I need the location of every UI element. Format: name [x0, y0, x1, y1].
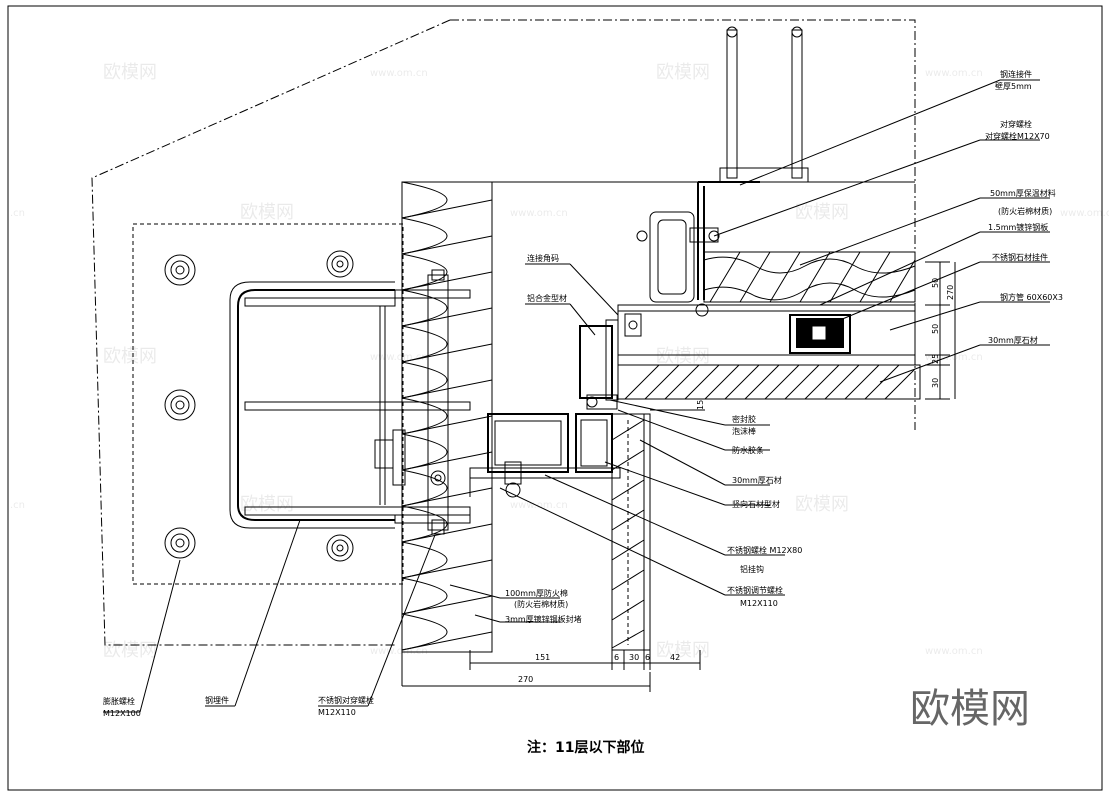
watermark-brand: 欧模网	[795, 202, 849, 223]
label-expansion-bolt: 膨胀螺栓	[103, 696, 135, 706]
watermark-site: www.om.cn	[510, 208, 568, 219]
watermark-brand: 欧模网	[656, 346, 710, 367]
label-adjust-bolt: 不锈钢调节螺栓	[727, 585, 783, 595]
stone-soffit	[617, 364, 921, 400]
dim-270-side: 270	[946, 285, 955, 300]
watermark-brand: 欧模网	[656, 62, 710, 83]
watermark-brand: 欧模网	[103, 346, 157, 367]
watermark-brand: 欧模网	[103, 640, 157, 661]
dim-6: 6	[614, 653, 619, 662]
label-sealant: 密封胶	[732, 414, 756, 424]
label-adjust-bolt-spec: M12X110	[740, 599, 778, 608]
dim-270-bottom: 270	[518, 675, 533, 684]
label-fire-wool-material: (防火岩棉材质)	[514, 599, 568, 609]
watermark-brand: 欧模网	[795, 494, 849, 515]
anchor-bolts	[164, 250, 354, 562]
label-fire-wool: 100mm厚防火棉	[505, 588, 568, 598]
label-stone-vertical: 30mm厚石材	[732, 475, 782, 485]
dimensions-right	[650, 261, 956, 411]
dimensions-bottom	[402, 650, 701, 692]
label-stone-hanger: 不锈钢石材挂件	[992, 252, 1048, 262]
watermark-site: www.om.cn	[370, 68, 428, 79]
steel-connector	[636, 181, 760, 317]
watermark-brand: 欧模网	[240, 494, 294, 515]
through-bolts	[374, 269, 471, 535]
watermark-site: .cn	[10, 500, 25, 511]
label-galv-seal: 3mm厚镀锌钢板封堵	[505, 614, 582, 624]
leader-lines	[103, 79, 1050, 713]
label-ss-through-bolt: 不锈钢对穿螺栓	[318, 695, 374, 705]
watermark-brand: 欧模网	[240, 202, 294, 223]
dim-50a: 50	[931, 278, 940, 288]
label-connector-angle: 连接角码	[527, 253, 559, 263]
embed-plate-outline	[132, 223, 404, 585]
dim-6b: 6	[645, 653, 650, 662]
dim-25: 25	[931, 354, 940, 364]
dim-50b: 50	[931, 324, 940, 334]
watermark-site: www.om.cn	[925, 352, 983, 363]
label-waterproof-strip: 防水胶条	[732, 445, 764, 455]
label-vertical-profile: 竖向石材型材	[732, 499, 780, 509]
label-insulation: 50mm厚保温材料	[990, 188, 1056, 198]
label-stone-soffit: 30mm厚石材	[988, 335, 1038, 345]
vertical-stone	[611, 413, 651, 651]
watermark-site: www.om.cn	[1060, 208, 1109, 219]
watermark-brand: 欧模网	[656, 640, 710, 661]
label-aluminum-hook: 铝挂钩	[740, 564, 764, 574]
watermark-layer: 欧模网 www.om.cn 欧模网 www.om.cn .cn 欧模网 www.…	[10, 62, 1109, 661]
label-steel-connector: 钢连接件	[1000, 69, 1032, 79]
dim-15: 15	[696, 400, 705, 410]
watermark-site: www.om.cn	[925, 646, 983, 657]
drawing-frame	[7, 5, 1103, 791]
watermark-site: .cn	[10, 208, 25, 219]
hanger-rods	[719, 26, 809, 183]
steel-embed-channel	[229, 281, 471, 529]
watermark-site: www.om.cn	[510, 500, 568, 511]
label-steel-tube: 钢方管 60X60X3	[1000, 292, 1063, 302]
label-through-bolt: 对穿螺栓	[1000, 119, 1032, 129]
dim-151: 151	[535, 653, 550, 662]
label-expansion-bolt-spec: M12X100	[103, 709, 141, 718]
brand-watermark: 欧模网	[910, 686, 1030, 732]
dim-42: 42	[670, 653, 680, 662]
label-ss-bolt: 不锈钢螺栓 M12X80	[727, 545, 802, 555]
watermark-brand: 欧模网	[103, 62, 157, 83]
label-through-bolt-spec: 对穿螺栓M12X70	[985, 131, 1050, 141]
label-wall-thickness: 壁厚5mm	[995, 81, 1032, 91]
label-insulation-material: (防火岩棉材质)	[998, 206, 1052, 216]
insulation-wall	[401, 181, 493, 686]
aluminum-profile-upper	[579, 319, 619, 410]
label-steel-embed: 钢埋件	[205, 695, 229, 705]
label-galv-plate: 1.5mm镀锌钢板	[988, 222, 1048, 232]
drawing-note: 注：11层以下部位	[527, 739, 644, 756]
dim-30: 30	[931, 378, 940, 388]
break-boundary-left	[91, 19, 451, 646]
label-aluminum-profile: 铝合金型材	[527, 293, 567, 303]
watermark-site: www.om.cn	[370, 352, 428, 363]
ceiling-insulation	[703, 251, 916, 303]
label-foam-rod: 泡沫棒	[732, 426, 756, 436]
dim-30: 30	[629, 653, 639, 662]
watermark-site: www.om.cn	[370, 646, 428, 657]
label-ss-through-bolt-spec: M12X110	[318, 708, 356, 717]
watermark-site: www.om.cn	[925, 68, 983, 79]
